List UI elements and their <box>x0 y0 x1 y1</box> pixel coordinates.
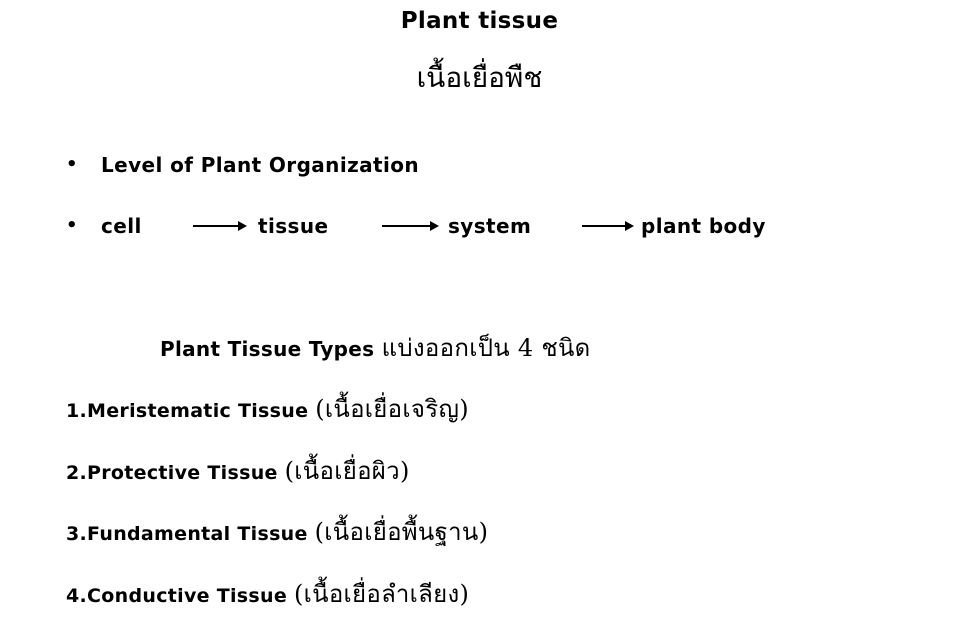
right-arrow-icon <box>382 225 437 227</box>
right-arrow-icon <box>193 225 245 227</box>
list-item: 2.Protective Tissue (เนื้อเยื่อผิว) <box>66 455 488 517</box>
flow-step-system: system <box>448 211 531 241</box>
tissue-types-heading-en: Plant Tissue Types <box>160 337 374 361</box>
flow-step-plant-body: plant body <box>641 211 766 241</box>
tissue-type-thai: (เนื้อเยื่อลำเลียง) <box>294 580 469 608</box>
tissue-type-label: 2.Protective Tissue <box>66 462 278 484</box>
list-item: 3.Fundamental Tissue (เนื้อเยื่อพื้นฐาน) <box>66 516 488 578</box>
tissue-type-label: 1.Meristematic Tissue <box>66 400 308 422</box>
tissue-type-thai: (เนื้อเยื่อเจริญ) <box>315 395 469 423</box>
bullet-item-level: • Level of Plant Organization <box>66 150 926 180</box>
bullet-icon: • <box>66 211 78 241</box>
flow-step-cell: cell <box>101 211 142 241</box>
right-arrow-icon <box>582 225 632 227</box>
tissue-types-heading-th: แบ่งออกเป็น 4 ชนิด <box>382 334 591 362</box>
page-title-thai: เนื้อเยื่อพืช <box>0 56 959 100</box>
flow-step-tissue: tissue <box>258 211 328 241</box>
list-item: 4.Conductive Tissue (เนื้อเยื่อลำเลียง) <box>66 578 488 639</box>
bullet-item-flow: • cell tissue system plant body <box>66 211 926 241</box>
list-item: 1.Meristematic Tissue (เนื้อเยื่อเจริญ) <box>66 393 488 455</box>
tissue-type-thai: (เนื้อเยื่อพื้นฐาน) <box>315 518 489 546</box>
level-heading: Level of Plant Organization <box>101 150 419 180</box>
tissue-types-heading: Plant Tissue Types แบ่งออกเป็น 4 ชนิด <box>160 332 591 365</box>
page-title: Plant tissue <box>0 8 959 34</box>
tissue-type-label: 4.Conductive Tissue <box>66 585 287 607</box>
tissue-type-thai: (เนื้อเยื่อผิว) <box>285 457 410 485</box>
tissue-type-label: 3.Fundamental Tissue <box>66 523 308 545</box>
bullet-icon: • <box>66 150 78 180</box>
tissue-types-list: 1.Meristematic Tissue (เนื้อเยื่อเจริญ) … <box>66 393 488 639</box>
